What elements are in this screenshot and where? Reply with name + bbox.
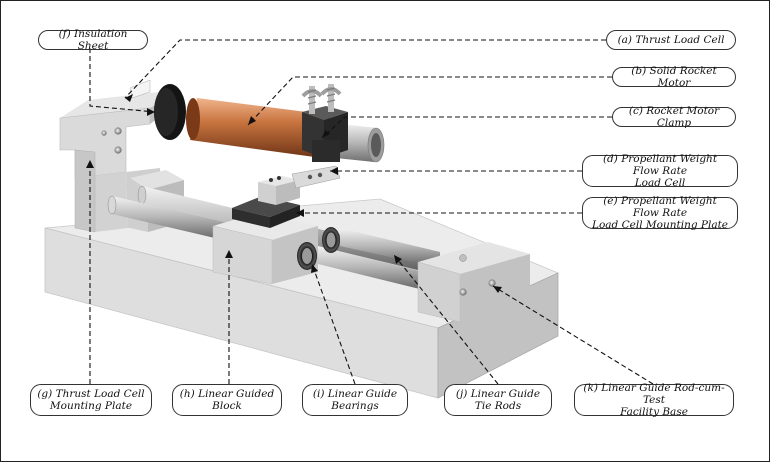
label-load-cell-mounting-plate: (e) Propellant Weight Flow Rate Load Cel… bbox=[582, 195, 738, 231]
leader-arrowheads bbox=[86, 94, 502, 293]
leader-k bbox=[492, 285, 654, 385]
label-solid-rocket-motor: (b) Solid Rocket Motor bbox=[612, 65, 736, 89]
thrust-load-cell bbox=[154, 84, 186, 140]
weight-load-cell-assembly bbox=[232, 165, 341, 228]
leader-a bbox=[124, 39, 606, 99]
leader-i bbox=[311, 263, 356, 385]
label-rod-cum-test-facility-base: (k) Linear Guide Rod-cum-Test Facility B… bbox=[574, 382, 734, 418]
leader-lines bbox=[89, 39, 654, 385]
label-thrust-load-cell: (a) Thrust Load Cell bbox=[606, 30, 736, 50]
label-linear-guide-bearings: (i) Linear Guide Bearings bbox=[302, 384, 408, 416]
leader-j bbox=[393, 254, 499, 385]
leader-b bbox=[247, 76, 612, 126]
insulation-sheet bbox=[129, 79, 151, 99]
leader-c bbox=[321, 116, 612, 139]
label-thrust-load-cell-mounting-plate: (g) Thrust Load Cell Mounting Plate bbox=[30, 384, 152, 416]
solid-rocket-motor bbox=[186, 98, 330, 158]
rocket-motor-clamp bbox=[301, 84, 385, 163]
label-rocket-motor-clamp: (c) Rocket Motor Clamp bbox=[612, 105, 736, 129]
label-weight-flow-rate-load-cell: (d) Propellant Weight Flow Rate Load Cel… bbox=[582, 153, 738, 189]
leader-f bbox=[89, 48, 156, 113]
label-insulation-sheet: (f) Insulation Sheet bbox=[38, 28, 148, 52]
label-linear-guide-tie-rods: (j) Linear Guide Tie Rods bbox=[444, 384, 552, 416]
label-linear-guided-block: (h) Linear Guided Block bbox=[172, 384, 282, 416]
